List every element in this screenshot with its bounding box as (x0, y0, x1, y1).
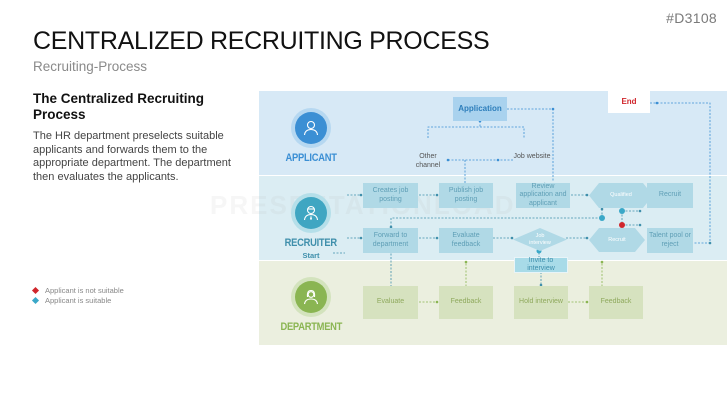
node-end[interactable]: End (608, 91, 650, 113)
woman-icon (295, 281, 327, 313)
role-label-department: DEPARTMENT (280, 321, 342, 333)
node-other-channel: Other channel (415, 153, 441, 169)
page-subtitle: Recruiting-Process (33, 59, 148, 74)
department-icon-ring (291, 277, 331, 317)
node-creates-job-posting[interactable]: Creates job posting (363, 183, 418, 208)
person-icon (295, 112, 327, 144)
node-feedback-1[interactable]: Feedback (439, 286, 493, 319)
red-diamond-icon (31, 286, 40, 294)
legend-item-suitable: Applicant is suitable (31, 295, 124, 305)
node-job-website: Job website (513, 153, 551, 160)
node-application[interactable]: Application (453, 97, 507, 121)
node-forward-to-department[interactable]: Forward to department (363, 228, 418, 253)
node-hold-interview[interactable]: Hold interview (514, 286, 568, 319)
role-department: DEPARTMENT (266, 277, 356, 333)
node-publish-job-posting[interactable]: Publish job posting (439, 183, 493, 208)
role-recruiter: RECRUITER Start (266, 193, 356, 260)
start-label: Start (302, 251, 320, 260)
node-evaluate[interactable]: Evaluate (363, 286, 418, 319)
legend-label: Applicant is suitable (45, 295, 112, 305)
applicant-icon-ring (291, 108, 331, 148)
businessman-icon (295, 197, 327, 229)
role-label-applicant: APPLICANT (285, 152, 337, 164)
recruiter-icon-ring (291, 193, 331, 233)
page-title: CENTRALIZED RECRUITING PROCESS (33, 27, 490, 55)
node-review-application[interactable]: Review application and applicant (516, 183, 570, 208)
node-recruit[interactable]: Recruit (647, 183, 693, 208)
decision-label: Job interview (529, 233, 551, 246)
decision-qualified[interactable]: Qualified (589, 183, 653, 208)
decision-label: Qualified (610, 192, 632, 199)
slide-code: #D3108 (666, 10, 717, 26)
intro-body: The HR department preselects suitable ap… (33, 130, 231, 183)
lane-department (259, 261, 727, 345)
decision-job-interview[interactable]: Job interview (513, 228, 567, 251)
role-label-recruiter: RECRUITER (284, 237, 338, 249)
node-talent-pool[interactable]: Talent pool or reject (647, 228, 693, 253)
node-feedback-2[interactable]: Feedback (589, 286, 643, 319)
decision-label: Recruit (608, 236, 626, 243)
node-evaluate-feedback[interactable]: Evaluate feedback (439, 228, 493, 253)
legend-label: Applicant is not suitable (45, 285, 124, 295)
legend-item-not-suitable: Applicant is not suitable (31, 285, 124, 295)
blue-diamond-icon (31, 296, 40, 304)
role-applicant: APPLICANT (266, 108, 356, 164)
legend: Applicant is not suitable Applicant is s… (31, 285, 124, 305)
intro-heading: The Centralized Recruiting Process (33, 91, 205, 122)
node-invite-to-interview[interactable]: Invite to interview (514, 257, 568, 273)
decision-recruit[interactable]: Recruit (589, 228, 645, 252)
